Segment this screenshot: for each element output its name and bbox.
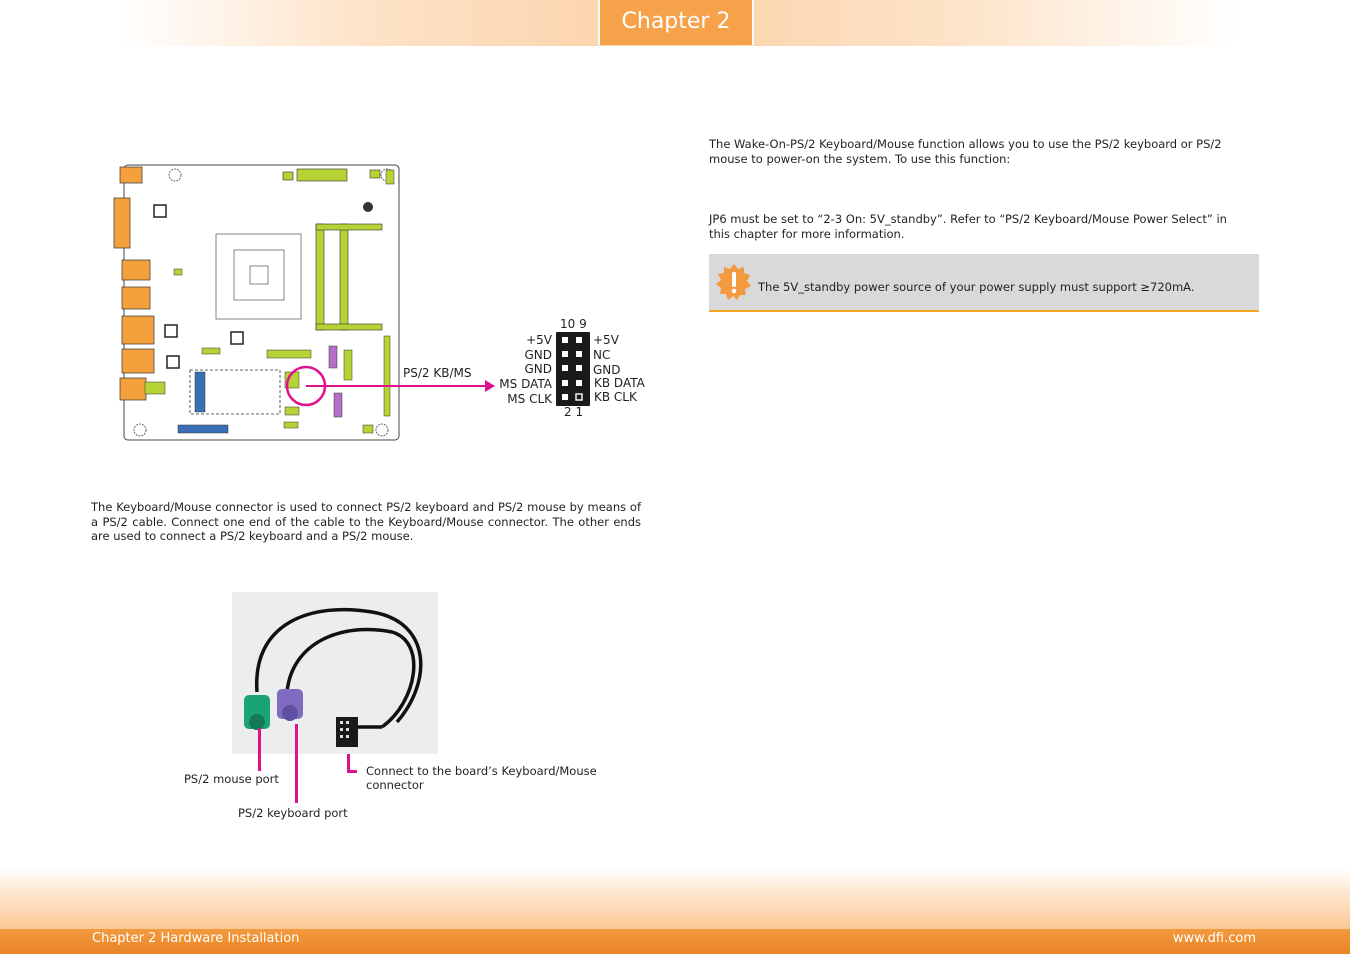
connector-label-line2: connector xyxy=(366,778,424,792)
pin-right-label: NC xyxy=(593,348,611,362)
pin-right-label: KB CLK xyxy=(594,390,637,404)
pin-header-graphic xyxy=(556,332,590,406)
pin-number-top: 10 9 xyxy=(560,317,587,331)
connector-label: Connect to the board’s Keyboard/Mouse co… xyxy=(366,764,597,792)
connector-label-line1: Connect to the board’s Keyboard/Mouse xyxy=(366,764,597,778)
pin-left-label: +5V xyxy=(526,333,552,347)
keyboard-mouse-paragraph: The Keyboard/Mouse connector is used to … xyxy=(91,500,641,543)
pin-left-label: MS CLK xyxy=(507,392,552,406)
pin-left-label: MS DATA xyxy=(499,377,552,391)
pin-right-label: GND xyxy=(593,363,621,377)
footer-website-link[interactable]: www.dfi.com xyxy=(1172,931,1256,946)
pin-left-label: GND xyxy=(524,348,552,362)
keyboard-port-label: PS/2 keyboard port xyxy=(238,806,348,820)
pin-right-label: KB DATA xyxy=(594,376,645,390)
ps2-cable-photo xyxy=(232,592,438,754)
keyboard-port-pointer xyxy=(295,724,298,803)
chapter-tab: Chapter 2 xyxy=(598,0,754,45)
mouse-port-pointer xyxy=(258,728,261,771)
footer-bar xyxy=(0,929,1350,954)
connector-pointer-vertical xyxy=(347,754,350,773)
note-box: The 5V_standby power source of your powe… xyxy=(709,254,1259,312)
ps2-kbms-label: PS/2 KB/MS xyxy=(403,366,472,380)
pin-left-label: GND xyxy=(524,362,552,376)
note-text: The 5V_standby power source of your powe… xyxy=(758,280,1195,294)
wake-paragraph-1: The Wake-On-PS/2 Keyboard/Mouse function… xyxy=(709,137,1222,166)
motherboard-diagram xyxy=(113,164,495,441)
footer-section-title: Chapter 2 Hardware Installation xyxy=(92,931,300,946)
footer-band xyxy=(0,868,1350,930)
connector-pointer-horizontal xyxy=(347,770,357,773)
wake-paragraph-2: JP6 must be set to “2-3 On: 5V_standby”.… xyxy=(709,212,1227,241)
pin-number-bottom: 2 1 xyxy=(564,405,584,419)
warning-icon xyxy=(716,263,752,305)
mouse-port-label: PS/2 mouse port xyxy=(184,772,279,786)
pin-right-label: +5V xyxy=(593,333,619,347)
